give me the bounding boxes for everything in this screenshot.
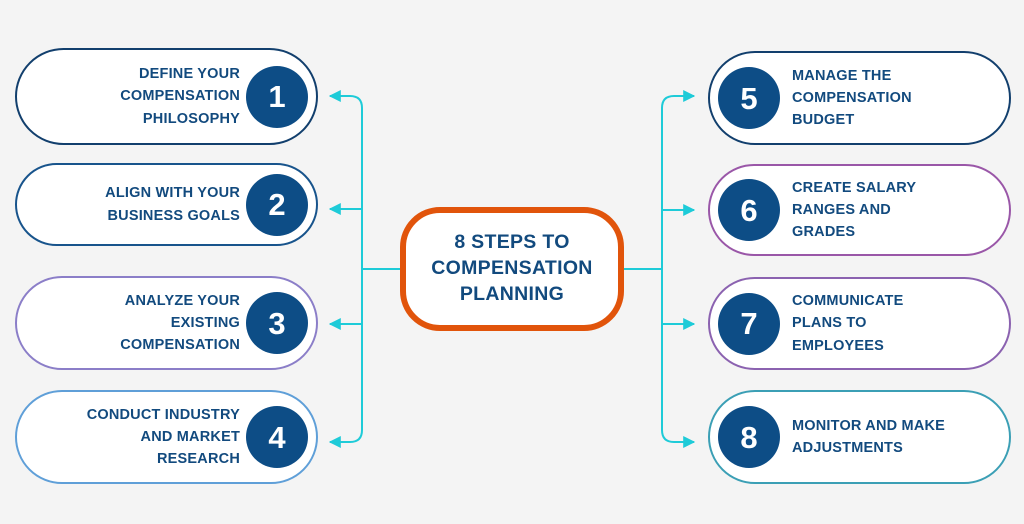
step-label-6: CREATE SALARY RANGES AND GRADES [792, 179, 917, 241]
step-card-8[interactable]: 8 MONITOR AND MAKE ADJUSTMENTS [708, 390, 1011, 484]
step-card-1[interactable]: DEFINE YOUR COMPENSATION PHILOSOPHY 1 [15, 48, 318, 145]
step-card-7[interactable]: 7 COMMUNICATE PLANS TO EMPLOYEES [708, 277, 1011, 370]
step-card-2[interactable]: ALIGN WITH YOUR BUSINESS GOALS 2 [15, 163, 318, 246]
step-number-badge-8: 8 [718, 406, 780, 468]
step-label-1: DEFINE YOUR COMPENSATION PHILOSOPHY [120, 66, 240, 127]
step-number-badge-3: 3 [246, 292, 308, 354]
step-label-5: MANAGE THE COMPENSATION BUDGET [792, 67, 912, 129]
step-number-badge-4: 4 [246, 406, 308, 468]
step-number-badge-2: 2 [246, 173, 308, 236]
step-label-7: COMMUNICATE PLANS TO EMPLOYEES [792, 293, 904, 354]
step-label-4: CONDUCT INDUSTRY AND MARKET RESEARCH [86, 406, 240, 468]
center-title: 8 STEPS TO COMPENSATION PLANNING [431, 231, 593, 305]
step-card-5[interactable]: 5 MANAGE THE COMPENSATION BUDGET [708, 51, 1011, 145]
center-node[interactable]: 8 STEPS TO COMPENSATION PLANNING [400, 207, 624, 331]
step-label-3: ANALYZE YOUR EXISTING COMPENSATION [120, 292, 240, 354]
step-number-badge-5: 5 [718, 67, 780, 129]
step-card-6[interactable]: 6 CREATE SALARY RANGES AND GRADES [708, 164, 1011, 256]
step-label-8: MONITOR AND MAKE ADJUSTMENTS [792, 417, 946, 456]
step-number-badge-1: 1 [246, 65, 308, 128]
step-card-3[interactable]: ANALYZE YOUR EXISTING COMPENSATION 3 [15, 276, 318, 370]
step-number-badge-6: 6 [718, 179, 780, 241]
step-card-4[interactable]: CONDUCT INDUSTRY AND MARKET RESEARCH 4 [15, 390, 318, 484]
step-label-2: ALIGN WITH YOUR BUSINESS GOALS [105, 185, 240, 224]
step-number-badge-7: 7 [718, 292, 780, 355]
